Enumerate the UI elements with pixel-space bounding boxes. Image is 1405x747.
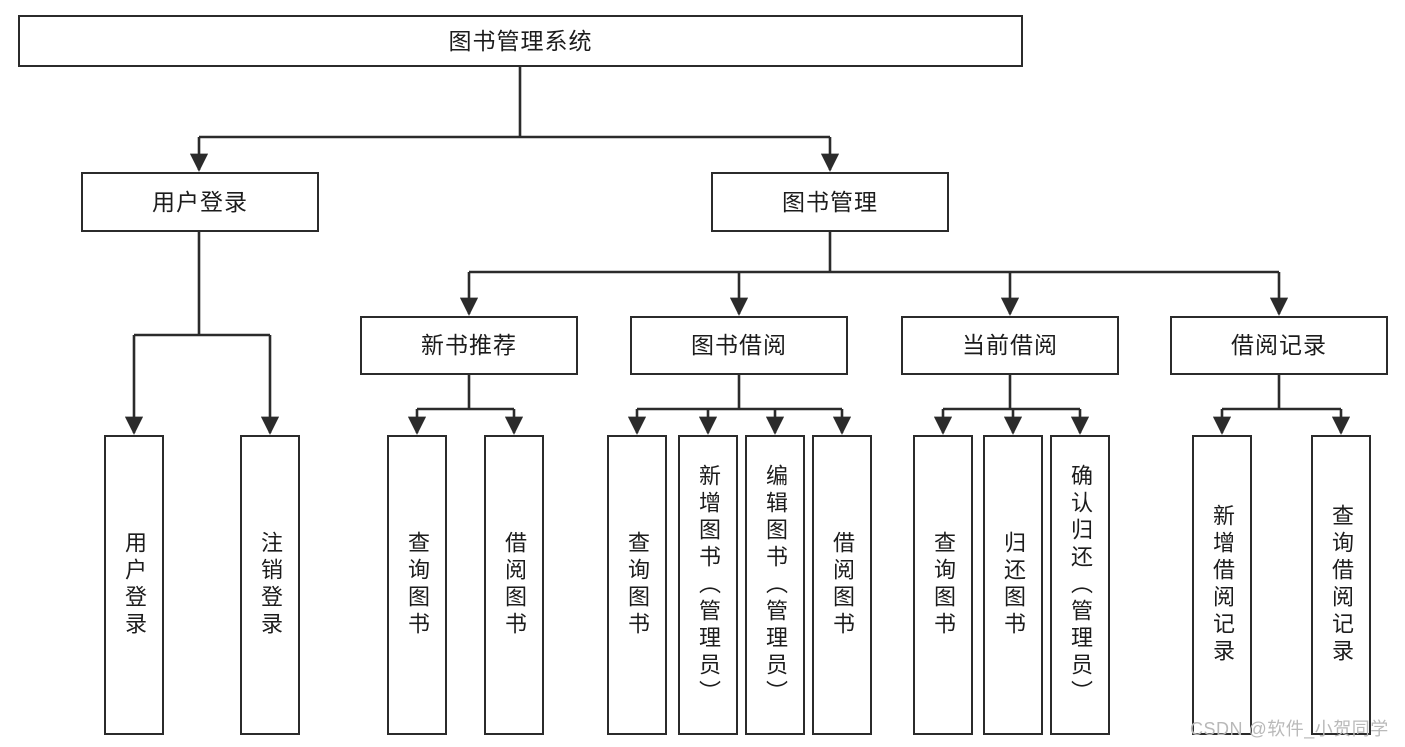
node-leaf-logout[interactable]: 注销登录: [240, 435, 300, 735]
node-leaf-borrow-book-1[interactable]: 借阅图书: [484, 435, 544, 735]
node-leaf-edit-book[interactable]: 编辑图书（管理员）: [745, 435, 805, 735]
node-leaf-query-record-label: 查询借阅记录: [1329, 504, 1354, 666]
node-leaf-add-book-label: 新增图书（管理员）: [696, 463, 721, 707]
node-book-borrow-label: 图书借阅: [691, 332, 787, 359]
node-leaf-edit-book-label: 编辑图书（管理员）: [763, 463, 788, 707]
node-leaf-borrow-book-1-label: 借阅图书: [502, 531, 527, 639]
node-borrow-record-label: 借阅记录: [1231, 332, 1327, 359]
node-user-login[interactable]: 用户登录: [81, 172, 319, 232]
node-leaf-query-record[interactable]: 查询借阅记录: [1311, 435, 1371, 735]
node-leaf-logout-label: 注销登录: [258, 531, 283, 639]
node-root[interactable]: 图书管理系统: [18, 15, 1023, 67]
node-leaf-confirm-return[interactable]: 确认归还（管理员）: [1050, 435, 1110, 735]
node-user-login-label: 用户登录: [152, 188, 248, 215]
node-leaf-borrow-book-2[interactable]: 借阅图书: [812, 435, 872, 735]
node-book-manage-label: 图书管理: [782, 188, 878, 215]
node-leaf-return-book[interactable]: 归还图书: [983, 435, 1043, 735]
node-new-book-recommend-label: 新书推荐: [421, 332, 517, 359]
node-book-borrow[interactable]: 图书借阅: [630, 316, 848, 375]
csdn-watermark: CSDN @软件_小贺同学: [1190, 719, 1389, 739]
node-leaf-query-book-2-label: 查询图书: [625, 531, 650, 639]
node-leaf-user-login[interactable]: 用户登录: [104, 435, 164, 735]
node-leaf-user-login-label: 用户登录: [122, 531, 147, 639]
node-leaf-query-book-2[interactable]: 查询图书: [607, 435, 667, 735]
node-leaf-add-book[interactable]: 新增图书（管理员）: [678, 435, 738, 735]
node-new-book-recommend[interactable]: 新书推荐: [360, 316, 578, 375]
node-leaf-return-book-label: 归还图书: [1001, 531, 1026, 639]
node-current-borrow[interactable]: 当前借阅: [901, 316, 1119, 375]
node-leaf-confirm-return-label: 确认归还（管理员）: [1068, 463, 1093, 707]
node-leaf-add-record-label: 新增借阅记录: [1210, 504, 1235, 666]
node-leaf-borrow-book-2-label: 借阅图书: [830, 531, 855, 639]
node-root-label: 图书管理系统: [448, 27, 593, 54]
node-leaf-query-book-1[interactable]: 查询图书: [387, 435, 447, 735]
node-leaf-query-book-3-label: 查询图书: [931, 531, 956, 639]
node-leaf-query-book-3[interactable]: 查询图书: [913, 435, 973, 735]
node-borrow-record[interactable]: 借阅记录: [1170, 316, 1388, 375]
node-book-manage[interactable]: 图书管理: [711, 172, 949, 232]
node-leaf-add-record[interactable]: 新增借阅记录: [1192, 435, 1252, 735]
node-current-borrow-label: 当前借阅: [962, 332, 1058, 359]
node-leaf-query-book-1-label: 查询图书: [405, 531, 430, 639]
